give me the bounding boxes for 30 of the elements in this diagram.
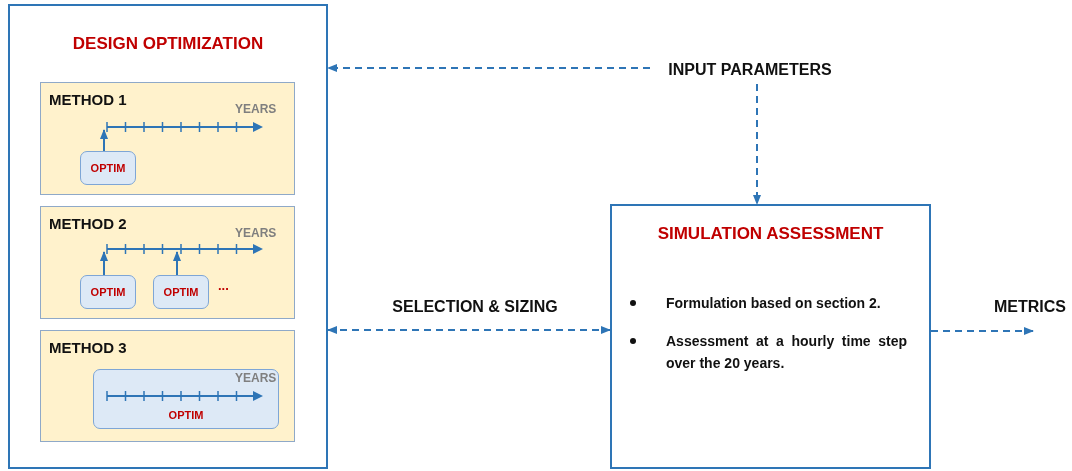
axis-label: YEARS [235,102,277,116]
bullet-text: Formulation based on section 2. [666,295,881,311]
method-title: METHOD 2 [49,215,127,232]
edge-label: METRICS [993,298,1067,316]
arrow [327,326,611,334]
method-panel [40,206,295,319]
axis-label: YEARS [235,226,277,240]
optim-label: OPTIM [167,409,205,421]
method-title: METHOD 1 [49,91,127,108]
arrow [100,129,108,152]
ellipsis-label: ... [218,278,229,293]
method-title: METHOD 3 [49,339,127,356]
group-box [8,4,328,469]
simulation-panel [610,204,931,469]
bullet-text: Assessment at a hourly time step over the 20 years. [666,333,907,371]
panel-title: SIMULATION ASSESSMENT [656,224,885,244]
method-panel [40,330,295,442]
arrow [930,327,1034,335]
arrow [100,251,108,276]
optim-box: OPTIM [80,275,136,309]
arrow [327,64,651,72]
group-title: DESIGN OPTIMIZATION [71,34,265,54]
method-panel [40,82,295,195]
edge-label: SELECTION & SIZING [391,298,559,316]
input-label: INPUT PARAMETERS [650,56,850,84]
arrow [753,83,761,205]
axis-label: YEARS [235,371,277,385]
optim-box: OPTIM [80,151,136,185]
arrow [173,251,181,276]
optim-box: OPTIM [153,275,209,309]
